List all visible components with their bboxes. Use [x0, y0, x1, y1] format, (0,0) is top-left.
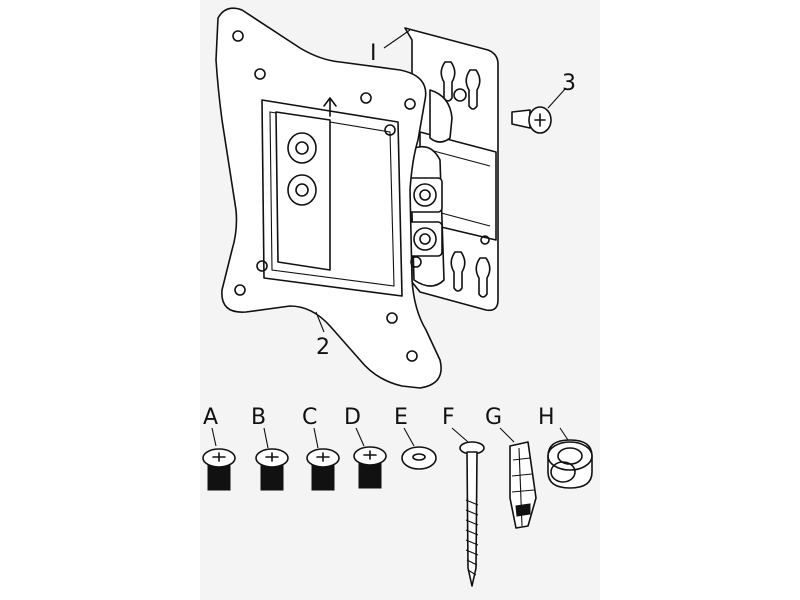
bolt-d — [353, 446, 387, 489]
spacer-h — [547, 439, 593, 489]
washer-e — [401, 446, 437, 470]
lag-screw-f — [459, 441, 485, 587]
callout-3: 3 — [562, 71, 576, 96]
hardware-kit: A B C D — [202, 405, 593, 587]
bolt-c — [306, 448, 340, 491]
bolt-a — [202, 448, 236, 491]
part-label-d: D — [344, 405, 361, 430]
vesa-plate — [215, 7, 442, 389]
tilt-joint — [407, 89, 453, 287]
bolt-b — [255, 448, 289, 491]
callouts: I 2 3 — [315, 29, 576, 360]
screw-3 — [511, 106, 552, 134]
part-label-f: F — [442, 405, 455, 430]
part-label-g: G — [485, 405, 502, 430]
callout-2: 2 — [316, 335, 330, 360]
callout-1: I — [370, 41, 377, 66]
wall-anchor-g — [509, 441, 537, 529]
part-label-c: C — [302, 405, 317, 430]
part-label-b: B — [251, 405, 266, 430]
hex-nut-upper — [407, 177, 443, 213]
part-label-e: E — [394, 405, 408, 430]
part-label-h: H — [538, 405, 555, 430]
hex-nut-lower — [407, 221, 443, 257]
part-label-a: A — [203, 405, 218, 430]
